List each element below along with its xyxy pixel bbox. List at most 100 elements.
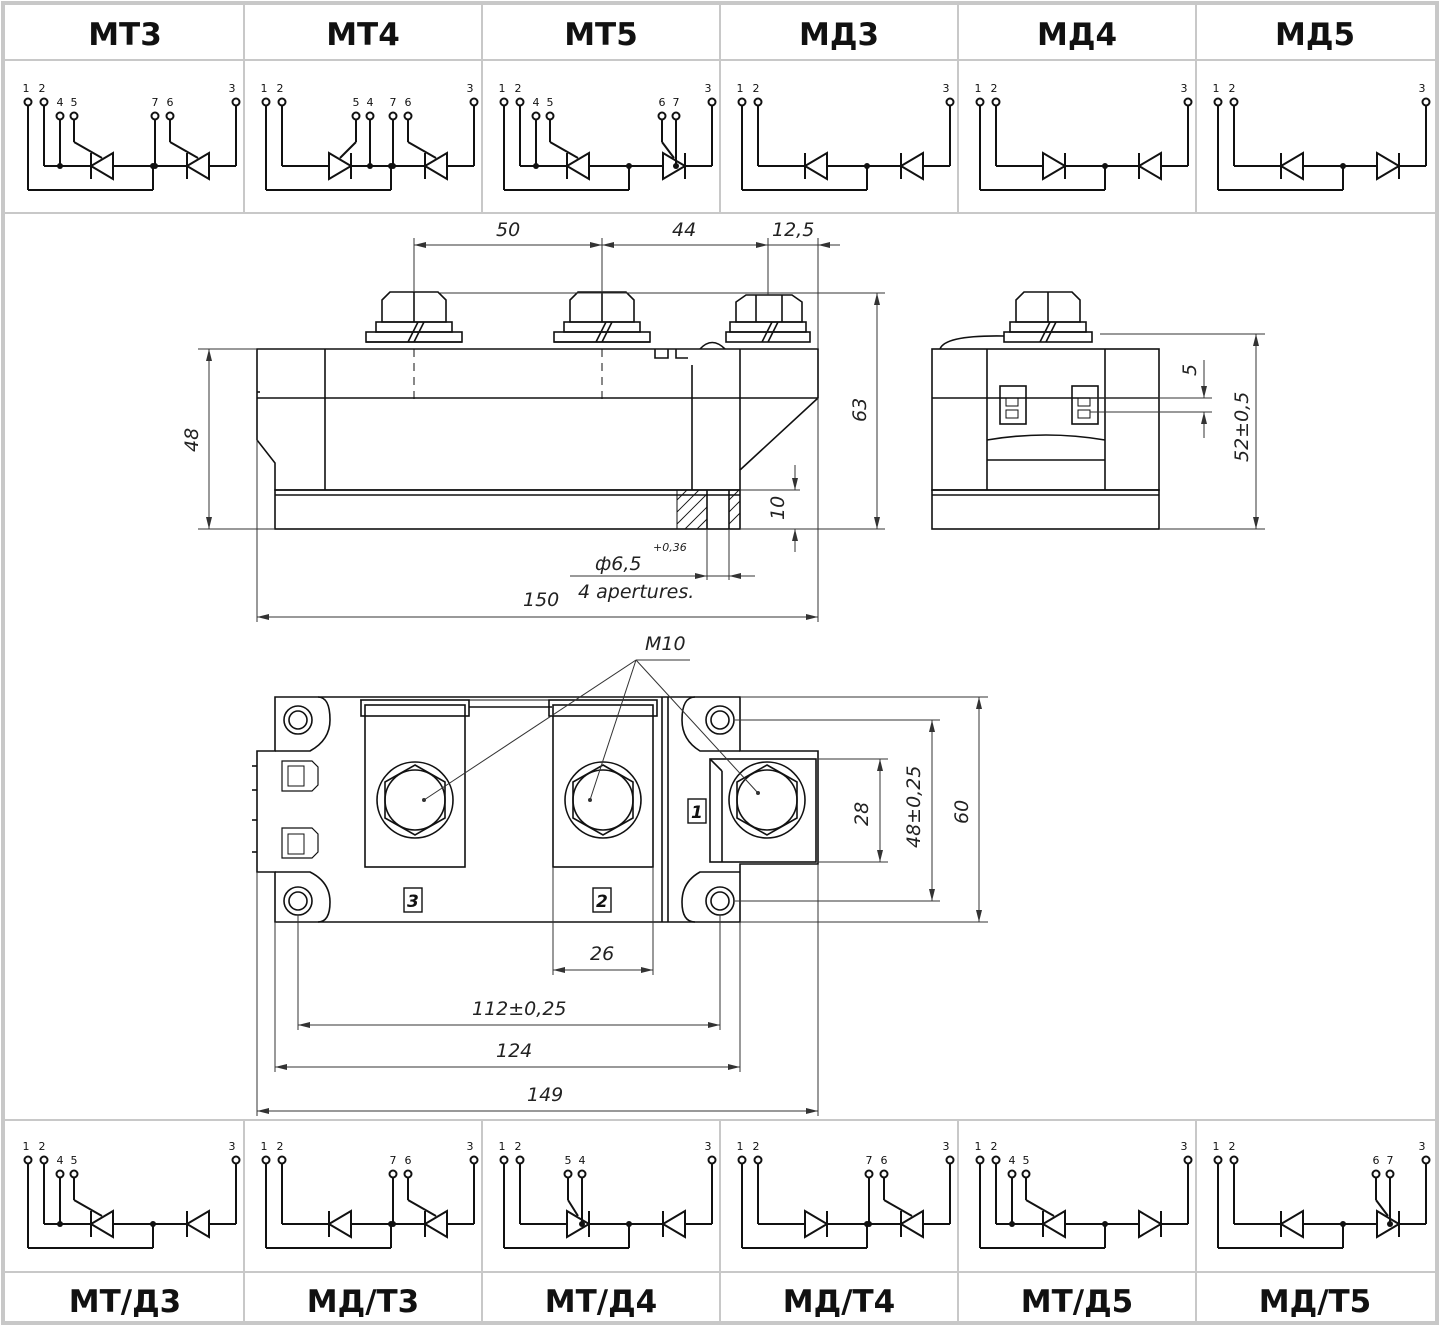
dim-60: 60 <box>951 800 973 824</box>
pin-label-p4: 4 <box>1009 1154 1016 1167</box>
bottom-variant-label: МТ/Д3 <box>69 1284 182 1320</box>
pin-label-p7: 7 <box>1387 1154 1394 1167</box>
pin-label-p3: 3 <box>1419 82 1426 95</box>
pin-label-p2: 2 <box>1229 1140 1236 1153</box>
pin-label-p2: 2 <box>991 82 998 95</box>
pin-label-p4: 4 <box>367 96 374 109</box>
pin-label-p3: 3 <box>705 82 712 95</box>
pin-label-p2: 2 <box>39 1140 46 1153</box>
pin-label-p6: 6 <box>167 96 174 109</box>
front-arrows <box>206 242 880 620</box>
dim-apertures: 4 apertures. <box>578 581 694 603</box>
dim-124: 124 <box>496 1040 532 1062</box>
pin-label-p1: 1 <box>499 1140 506 1153</box>
top-dimensions <box>256 696 988 1116</box>
dim-10: 10 <box>767 496 789 520</box>
front-terminal-1 <box>365 291 463 400</box>
top-variant-label: МД3 <box>799 17 879 53</box>
pin-label-p1: 1 <box>975 82 982 95</box>
pin-label-p1: 1 <box>1213 1140 1220 1153</box>
dim-26: 26 <box>590 943 614 965</box>
pin-label-p5: 5 <box>565 1154 572 1167</box>
side-housing <box>931 348 1160 491</box>
top-arrows <box>257 697 982 1114</box>
top-busbar-1 <box>709 758 817 863</box>
terminal-label-3: 3 <box>407 892 419 912</box>
dim-150: 150 <box>523 589 559 611</box>
pin-label-p5: 5 <box>353 96 360 109</box>
pin-label-p2: 2 <box>39 82 46 95</box>
top-variant-label: МТ4 <box>326 17 400 53</box>
front-housing <box>256 348 819 491</box>
pin-label-p2: 2 <box>753 82 760 95</box>
pin-label-p4: 4 <box>57 96 64 109</box>
side-view <box>931 291 1160 530</box>
pin-label-p3: 3 <box>943 82 950 95</box>
dim-50: 50 <box>496 219 520 241</box>
pin-label-p3: 3 <box>1181 82 1188 95</box>
pin-label-p4: 4 <box>579 1154 586 1167</box>
dim-48-tol: 48±0,25 <box>903 766 925 848</box>
pin-label-p1: 1 <box>261 82 268 95</box>
dim-28: 28 <box>851 802 873 826</box>
pin-label-p1: 1 <box>975 1140 982 1153</box>
bottom-variant-label: МД/Т3 <box>307 1284 420 1320</box>
pin-label-p7: 7 <box>390 96 397 109</box>
dim-52: 52±0,5 <box>1231 392 1253 462</box>
bottom-variant-label: МТ/Д4 <box>545 1284 658 1320</box>
pin-label-p3: 3 <box>943 1140 950 1153</box>
pin-label-p1: 1 <box>499 82 506 95</box>
top-nut-1 <box>728 761 806 839</box>
side-arrows <box>1201 334 1259 529</box>
top-variant-label: МД5 <box>1275 17 1355 53</box>
dim-63: 63 <box>849 398 871 422</box>
top-leaders <box>422 659 760 802</box>
terminal-label-2: 2 <box>596 892 608 912</box>
front-base-plate <box>274 489 741 530</box>
dim-112: 112±0,25 <box>472 998 567 1020</box>
dim-m10: M10 <box>645 633 686 655</box>
top-busbar-2 <box>552 704 654 868</box>
dim-hole-tolerance: +0,36 <box>653 541 687 554</box>
pin-label-p1: 1 <box>737 82 744 95</box>
pin-label-p6: 6 <box>405 96 412 109</box>
terminal-label-1: 1 <box>691 803 703 823</box>
front-terminal-3 <box>725 294 811 343</box>
pin-label-p6: 6 <box>659 96 666 109</box>
pin-label-p3: 3 <box>467 1140 474 1153</box>
top-nut-2 <box>564 761 642 839</box>
top-variant-label: МТ3 <box>88 17 162 53</box>
dim-5: 5 <box>1179 364 1201 376</box>
dim-48: 48 <box>181 428 203 452</box>
top-outline <box>256 696 819 923</box>
top-busbar-3 <box>364 704 466 868</box>
pin-label-p2: 2 <box>753 1140 760 1153</box>
side-connector-right <box>1071 385 1099 425</box>
bottom-variant-label: МД/Т5 <box>1259 1284 1372 1320</box>
top-variant-label: МД4 <box>1037 17 1117 53</box>
pin-label-p2: 2 <box>991 1140 998 1153</box>
pin-label-p4: 4 <box>533 96 540 109</box>
pin-label-p2: 2 <box>515 82 522 95</box>
pin-label-p7: 7 <box>866 1154 873 1167</box>
pin-label-p2: 2 <box>515 1140 522 1153</box>
pin-label-p5: 5 <box>71 1154 78 1167</box>
pin-label-p3: 3 <box>1419 1140 1426 1153</box>
top-nut-3 <box>376 761 454 839</box>
dim-44: 44 <box>672 219 696 241</box>
pin-label-p1: 1 <box>737 1140 744 1153</box>
pin-label-p1: 1 <box>23 82 30 95</box>
pin-label-p2: 2 <box>1229 82 1236 95</box>
pin-label-p1: 1 <box>261 1140 268 1153</box>
